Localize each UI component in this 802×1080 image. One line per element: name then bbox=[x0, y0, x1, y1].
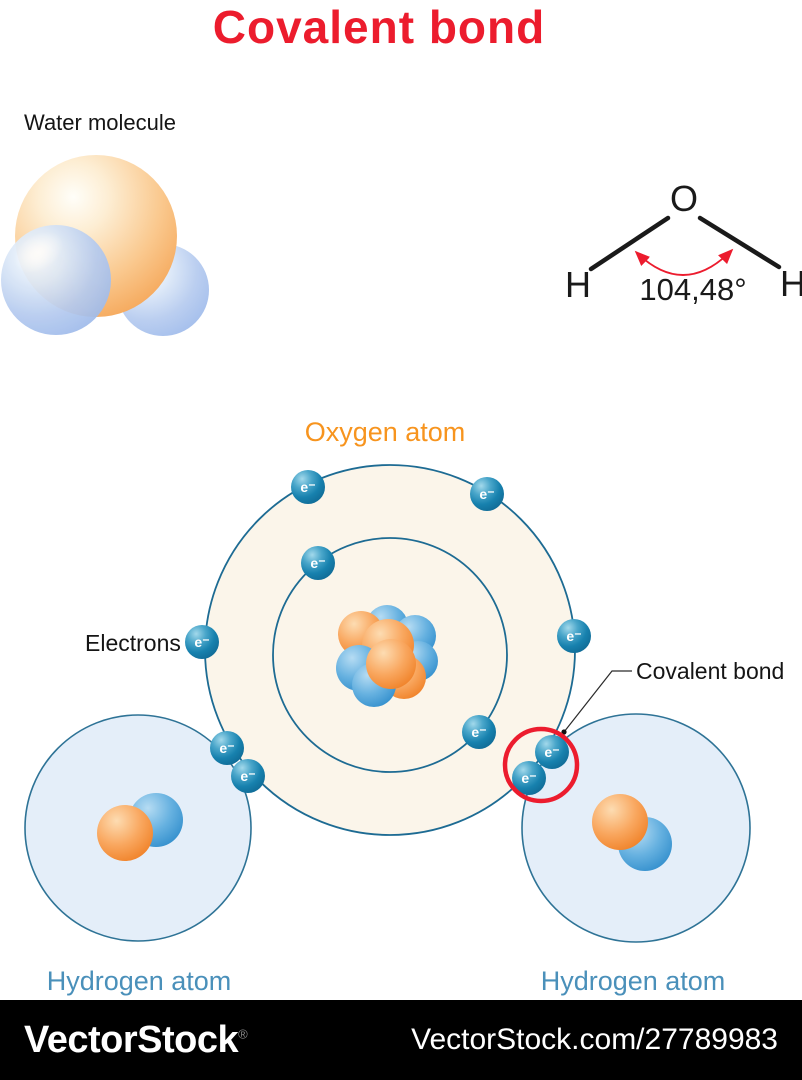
electron-shared-right-1: e⁻ bbox=[535, 735, 569, 769]
electron-symbol: e⁻ bbox=[566, 627, 582, 644]
oxygen-atom-label: Oxygen atom bbox=[304, 417, 466, 447]
proton-sphere bbox=[366, 639, 416, 689]
covalent-bond-label: Covalent bond bbox=[636, 658, 785, 684]
formula-hydrogen-left-symbol: H bbox=[565, 264, 591, 305]
water-hydrogen-sphere-front bbox=[1, 225, 111, 335]
bond-angle-value: 104,48° bbox=[639, 272, 747, 307]
electron-shared-left-2: e⁻ bbox=[231, 759, 265, 793]
leader-line-dot bbox=[561, 729, 567, 735]
electron-symbol: e⁻ bbox=[300, 478, 316, 495]
electrons-label: Electrons bbox=[85, 630, 181, 656]
registered-mark: ® bbox=[238, 1025, 248, 1041]
covalent-bond-leader-line bbox=[563, 670, 632, 733]
hydrogen-atom-right-label: Hydrogen atom bbox=[540, 966, 726, 996]
electron-outer-2: e⁻ bbox=[470, 477, 504, 511]
formula-hydrogen-right-symbol: H bbox=[780, 263, 802, 304]
oxygen-nucleus bbox=[336, 605, 440, 709]
formula-oxygen-symbol: O bbox=[669, 178, 699, 219]
watermark-brand: VectorStock® bbox=[24, 1018, 248, 1062]
bond-line-left bbox=[588, 215, 671, 272]
electron-symbol: e⁻ bbox=[219, 739, 235, 756]
page-title: Covalent bond bbox=[212, 1, 546, 53]
electron-outer-4: e⁻ bbox=[557, 619, 591, 653]
watermark-bar: VectorStock® VectorStock.com/27789983 bbox=[0, 1000, 802, 1080]
water-molecule-label: Water molecule bbox=[24, 110, 177, 135]
hydrogen-atom-left-label: Hydrogen atom bbox=[46, 966, 232, 996]
electron-symbol: e⁻ bbox=[544, 743, 560, 760]
bond-line-right bbox=[697, 215, 782, 270]
electron-shared-left-1: e⁻ bbox=[210, 731, 244, 765]
electron-outer-3: e⁻ bbox=[185, 625, 219, 659]
electron-symbol: e⁻ bbox=[479, 485, 495, 502]
electron-inner-1: e⁻ bbox=[301, 546, 335, 580]
electron-inner-2: e⁻ bbox=[462, 715, 496, 749]
electron-outer-1: e⁻ bbox=[291, 470, 325, 504]
electron-shared-right-2: e⁻ bbox=[512, 761, 546, 795]
electron-symbol: e⁻ bbox=[240, 767, 256, 784]
electron-symbol: e⁻ bbox=[310, 554, 326, 571]
watermark-brand-text: VectorStock bbox=[24, 1018, 239, 1061]
hydrogen-left-nucleus-orange bbox=[97, 805, 153, 861]
oxygen-inner-orbit bbox=[272, 537, 508, 773]
electron-symbol: e⁻ bbox=[471, 723, 487, 740]
hydrogen-right-nucleus-orange bbox=[592, 794, 648, 850]
watermark-url: VectorStock.com/27789983 bbox=[411, 1023, 778, 1056]
bond-angle-arc bbox=[634, 248, 734, 276]
electron-symbol: e⁻ bbox=[521, 769, 537, 786]
electron-symbol: e⁻ bbox=[194, 633, 210, 650]
